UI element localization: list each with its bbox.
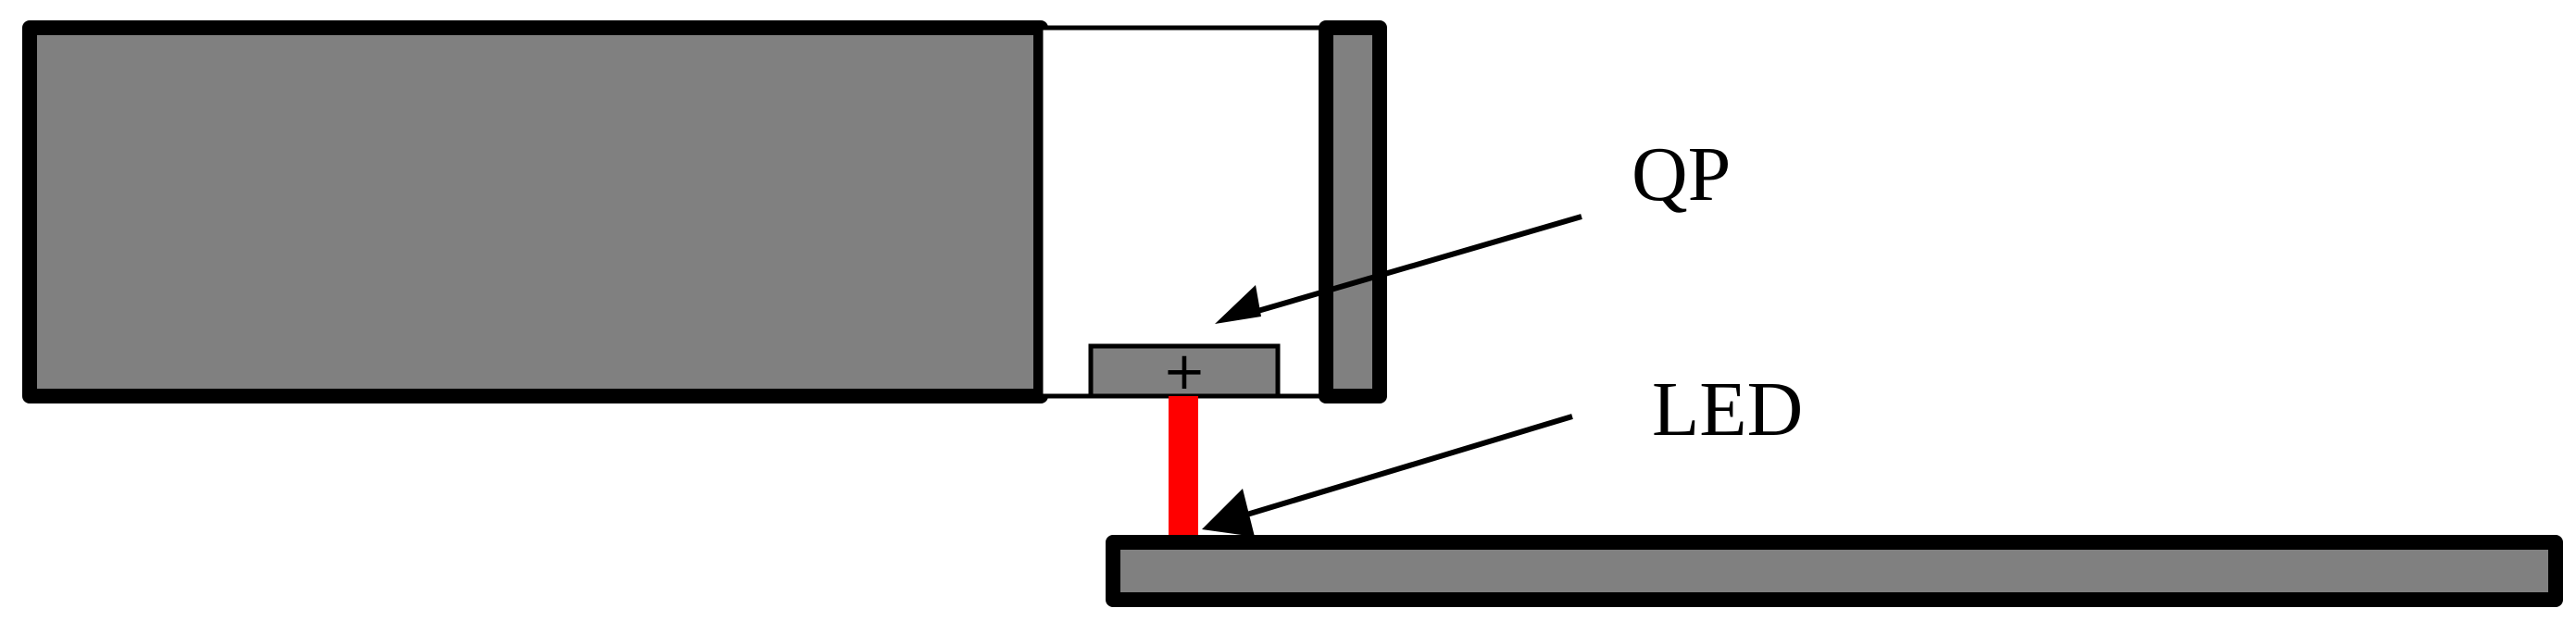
qp-plus-sign: + (1163, 341, 1207, 402)
led-label: LED (1652, 366, 1803, 453)
led-arrow-head (1202, 489, 1255, 537)
right-post (1319, 20, 1387, 403)
left-block (22, 20, 1048, 403)
bottom-substrate (1106, 535, 2563, 607)
led-beam (1169, 396, 1198, 542)
qp-arrow-line (1254, 214, 1582, 315)
qp-arrow-head (1215, 285, 1261, 324)
channel-gap (1038, 25, 1329, 399)
led-arrow-line (1240, 414, 1573, 519)
qp-label: QP (1632, 131, 1731, 217)
